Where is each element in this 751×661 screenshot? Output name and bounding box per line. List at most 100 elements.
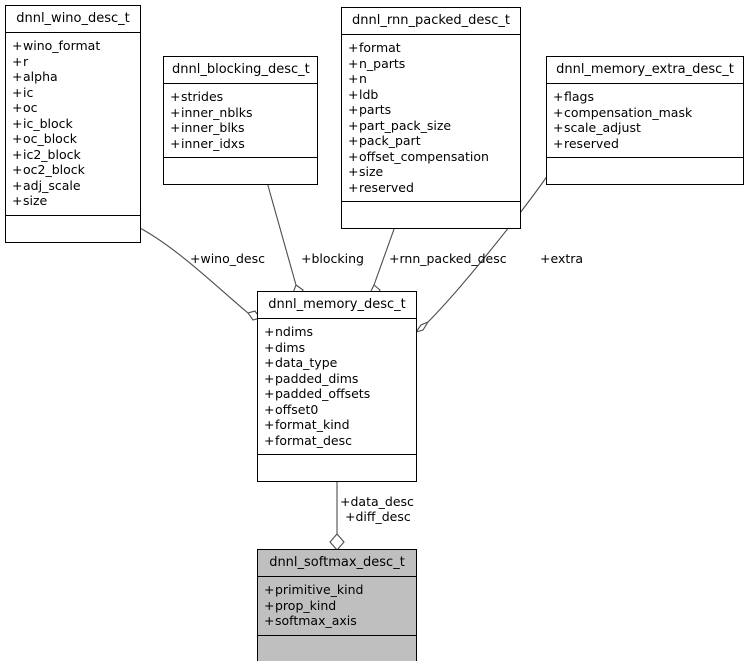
class-attributes: +flags +compensation_mask +scale_adjust … xyxy=(547,84,743,158)
plus-sign: + xyxy=(348,71,359,86)
attribute-row: +primitive_kind xyxy=(264,582,412,598)
attribute-row: +format xyxy=(348,40,516,56)
aggregation-diamond-extra xyxy=(414,320,430,333)
attribute-row: +size xyxy=(348,164,516,180)
attribute-row: +ldb xyxy=(348,87,516,103)
attribute-row: +scale_adjust xyxy=(553,120,739,136)
plus-sign: + xyxy=(12,84,23,100)
plus-sign: + xyxy=(12,131,23,146)
attribute-name: pack_part xyxy=(359,133,421,148)
attribute-row: +prop_kind xyxy=(264,598,412,614)
attribute-name: padded_offsets xyxy=(275,386,371,401)
attribute-name: oc2_block xyxy=(23,162,85,177)
class-operations xyxy=(547,158,743,184)
attribute-row: +wino_format xyxy=(12,38,136,54)
class-title: dnnl_memory_extra_desc_t xyxy=(547,57,743,84)
attribute-name: n xyxy=(359,71,367,86)
attribute-name: offset_compensation xyxy=(359,148,489,164)
attribute-row: +inner_idxs xyxy=(170,136,313,152)
plus-sign: + xyxy=(264,386,275,401)
class-box-dnnl-blocking-desc-t[interactable]: dnnl_blocking_desc_t +strides +inner_nbl… xyxy=(163,56,318,185)
attribute-name: adj_scale xyxy=(23,177,81,193)
edge-label-extra: +extra xyxy=(540,251,584,266)
attribute-name: size xyxy=(359,164,384,179)
plus-sign: + xyxy=(12,69,23,84)
attribute-name: ndims xyxy=(275,324,314,339)
attribute-row: +ic2_block xyxy=(12,147,136,163)
attribute-name: primitive_kind xyxy=(275,582,364,597)
class-attributes: +ndims +dims +data_type +padded_dims +pa… xyxy=(258,319,416,455)
plus-sign: + xyxy=(264,432,275,448)
class-box-dnnl-wino-desc-t[interactable]: dnnl_wino_desc_t +wino_format +r +alpha … xyxy=(5,5,141,243)
attribute-name: ldb xyxy=(359,86,379,102)
attribute-row: +adj_scale xyxy=(12,178,136,194)
edge-label-data-desc: +data_desc xyxy=(340,494,414,509)
plus-sign: + xyxy=(553,104,564,120)
plus-sign: + xyxy=(553,135,564,151)
attribute-name: inner_idxs xyxy=(181,135,245,151)
plus-sign: + xyxy=(264,370,275,386)
attribute-name: alpha xyxy=(23,69,58,84)
attribute-row: +part_pack_size xyxy=(348,118,516,134)
plus-sign: + xyxy=(264,597,275,613)
attribute-row: +strides xyxy=(170,89,313,105)
plus-sign: + xyxy=(553,89,564,104)
attribute-row: +ic xyxy=(12,85,136,101)
plus-sign: + xyxy=(348,148,359,164)
attribute-name: format_kind xyxy=(275,417,350,432)
plus-sign: + xyxy=(170,120,181,135)
plus-sign: + xyxy=(170,104,181,120)
attribute-row: +inner_nblks xyxy=(170,105,313,121)
attribute-name: dims xyxy=(275,339,306,355)
class-title: dnnl_memory_desc_t xyxy=(258,292,416,319)
class-box-dnnl-memory-desc-t[interactable]: dnnl_memory_desc_t +ndims +dims +data_ty… xyxy=(257,291,417,482)
attribute-name: strides xyxy=(181,89,224,104)
class-operations xyxy=(258,636,416,661)
class-attributes: +format +n_parts +n +ldb +parts +part_pa… xyxy=(342,35,520,202)
plus-sign: + xyxy=(264,582,275,597)
class-box-dnnl-rnn-packed-desc-t[interactable]: dnnl_rnn_packed_desc_t +format +n_parts … xyxy=(341,7,521,229)
attribute-name: ic_block xyxy=(23,115,73,131)
plus-sign: + xyxy=(348,179,359,195)
attribute-name: ic xyxy=(23,84,34,100)
attribute-name: prop_kind xyxy=(275,597,337,613)
edge-label-diff-desc: +diff_desc xyxy=(345,509,411,524)
attribute-row: +ic_block xyxy=(12,116,136,132)
class-title: dnnl_blocking_desc_t xyxy=(164,57,317,84)
plus-sign: + xyxy=(264,613,275,628)
class-box-dnnl-memory-extra-desc-t[interactable]: dnnl_memory_extra_desc_t +flags +compens… xyxy=(546,56,744,185)
class-title: dnnl_softmax_desc_t xyxy=(258,550,416,577)
attribute-row: +n_parts xyxy=(348,56,516,72)
attribute-name: offset0 xyxy=(275,401,319,417)
plus-sign: + xyxy=(264,339,275,355)
attribute-row: +oc xyxy=(12,100,136,116)
plus-sign: + xyxy=(12,38,23,53)
attribute-name: format xyxy=(359,40,401,55)
attribute-row: +flags xyxy=(553,89,739,105)
class-attributes: +primitive_kind +prop_kind +softmax_axis xyxy=(258,577,416,636)
plus-sign: + xyxy=(264,417,275,432)
attribute-row: +dims xyxy=(264,340,412,356)
class-attributes: +wino_format +r +alpha +ic +oc +ic_block… xyxy=(6,33,140,216)
attribute-name: oc_block xyxy=(23,131,77,146)
attribute-row: +format_desc xyxy=(264,433,412,449)
attribute-name: r xyxy=(23,53,29,69)
plus-sign: + xyxy=(12,162,23,177)
attribute-name: oc xyxy=(23,100,38,115)
attribute-name: softmax_axis xyxy=(275,613,357,628)
plus-sign: + xyxy=(264,355,275,370)
plus-sign: + xyxy=(264,324,275,339)
attribute-name: inner_nblks xyxy=(181,104,253,120)
attribute-name: inner_blks xyxy=(181,120,245,135)
edge-blocking xyxy=(264,174,297,286)
attribute-name: parts xyxy=(359,102,392,117)
attribute-row: +reserved xyxy=(553,136,739,152)
aggregation-diamond-data-diff xyxy=(329,533,345,551)
plus-sign: + xyxy=(348,86,359,102)
attribute-row: +size xyxy=(12,193,136,209)
class-box-dnnl-softmax-desc-t[interactable]: dnnl_softmax_desc_t +primitive_kind +pro… xyxy=(257,549,417,661)
attribute-row: +offset_compensation xyxy=(348,149,516,165)
plus-sign: + xyxy=(12,146,23,162)
edge-label-blocking: +blocking xyxy=(301,251,364,266)
